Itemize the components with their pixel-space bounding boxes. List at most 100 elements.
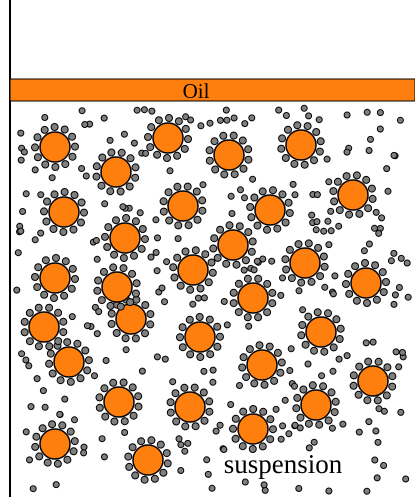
free-particle <box>230 114 238 122</box>
free-particle <box>369 338 377 346</box>
adsorbed-particle <box>213 342 222 351</box>
droplet <box>124 436 172 484</box>
free-particle <box>158 284 166 292</box>
adsorbed-particle <box>137 437 146 446</box>
free-particle <box>56 410 64 418</box>
free-particle <box>277 435 285 443</box>
adsorbed-particle <box>191 246 200 255</box>
free-particle <box>37 229 45 237</box>
adsorbed-particle <box>378 268 387 277</box>
adsorbed-particle <box>208 268 217 277</box>
free-particle <box>152 216 160 224</box>
adsorbed-particle <box>268 299 277 308</box>
adsorbed-particle <box>364 357 373 366</box>
free-particle <box>122 346 130 354</box>
free-particle <box>121 429 129 436</box>
free-particle <box>187 116 195 124</box>
adsorbed-particle <box>120 417 129 426</box>
free-particle <box>335 355 343 363</box>
free-particle <box>384 187 392 195</box>
adsorbed-particle <box>156 440 165 449</box>
adsorbed-particle <box>176 333 184 342</box>
adsorbed-particle <box>379 288 388 297</box>
adsorbed-particle <box>229 424 237 433</box>
free-particle <box>91 372 98 380</box>
adsorbed-particle <box>173 182 182 191</box>
free-particle <box>222 106 230 114</box>
adsorbed-particle <box>33 153 42 162</box>
adsorbed-particle <box>186 285 195 294</box>
adsorbed-particle <box>230 170 239 179</box>
oil-droplet-core <box>285 129 317 161</box>
free-particle <box>17 227 25 235</box>
adsorbed-particle <box>180 383 189 392</box>
adsorbed-particle <box>345 289 354 298</box>
adsorbed-particle <box>382 391 391 400</box>
free-particle <box>22 356 30 364</box>
free-particle <box>374 438 382 446</box>
adsorbed-particle <box>41 160 50 169</box>
droplet <box>342 259 390 307</box>
free-particle <box>392 348 400 356</box>
adsorbed-particle <box>98 153 107 162</box>
adsorbed-particle <box>45 303 54 312</box>
free-particle <box>101 200 109 208</box>
adsorbed-particle <box>266 435 275 444</box>
free-particle <box>371 224 378 232</box>
free-particle <box>216 421 224 429</box>
adsorbed-particle <box>238 136 247 145</box>
free-particle <box>95 308 103 316</box>
droplet <box>40 188 88 236</box>
adsorbed-particle <box>131 471 140 480</box>
adsorbed-particle <box>253 221 262 230</box>
adsorbed-particle <box>234 308 243 317</box>
adsorbed-particle <box>349 371 358 380</box>
free-particle <box>22 428 30 436</box>
adsorbed-particle <box>336 324 345 333</box>
oil-droplet-core <box>289 247 321 279</box>
adsorbed-particle <box>51 163 60 171</box>
free-particle <box>184 439 192 447</box>
adsorbed-particle <box>61 257 70 266</box>
free-particle <box>241 194 248 202</box>
free-particle <box>295 287 303 295</box>
free-particle <box>161 355 169 363</box>
free-particle <box>227 401 235 408</box>
adsorbed-particle <box>56 376 65 385</box>
adsorbed-particle <box>320 262 329 271</box>
adsorbed-particle <box>176 281 185 290</box>
adsorbed-particle <box>349 381 358 390</box>
adsorbed-particle <box>296 413 305 422</box>
adsorbed-particle <box>342 280 350 288</box>
adsorbed-particle <box>383 363 392 372</box>
adsorbed-particle <box>229 299 238 308</box>
free-particle <box>250 266 258 274</box>
adsorbed-particle <box>66 377 75 386</box>
adsorbed-particle <box>128 443 137 452</box>
adsorbed-particle <box>245 345 254 354</box>
adsorbed-particle <box>46 349 55 358</box>
adsorbed-particle <box>95 403 104 412</box>
oil-droplet-core <box>109 222 141 254</box>
adsorbed-particle <box>304 239 313 248</box>
adsorbed-particle <box>77 198 86 207</box>
adsorbed-particle <box>205 397 214 406</box>
free-particle <box>216 116 224 124</box>
adsorbed-particle <box>34 342 43 351</box>
free-particle <box>390 300 398 308</box>
adsorbed-particle <box>77 218 85 227</box>
adsorbed-particle <box>92 162 101 171</box>
adsorbed-particle <box>141 301 150 309</box>
adsorbed-particle <box>241 256 250 265</box>
adsorbed-particle <box>329 187 338 196</box>
adsorbed-particle <box>33 133 42 142</box>
free-particle <box>227 192 235 200</box>
free-particle <box>31 166 39 174</box>
adsorbed-particle <box>200 416 209 425</box>
adsorbed-particle <box>173 151 182 160</box>
adsorbed-particle <box>25 308 34 317</box>
adsorbed-particle <box>121 334 130 343</box>
free-particle <box>395 284 403 291</box>
free-particle <box>327 207 335 215</box>
adsorbed-particle <box>45 359 54 368</box>
